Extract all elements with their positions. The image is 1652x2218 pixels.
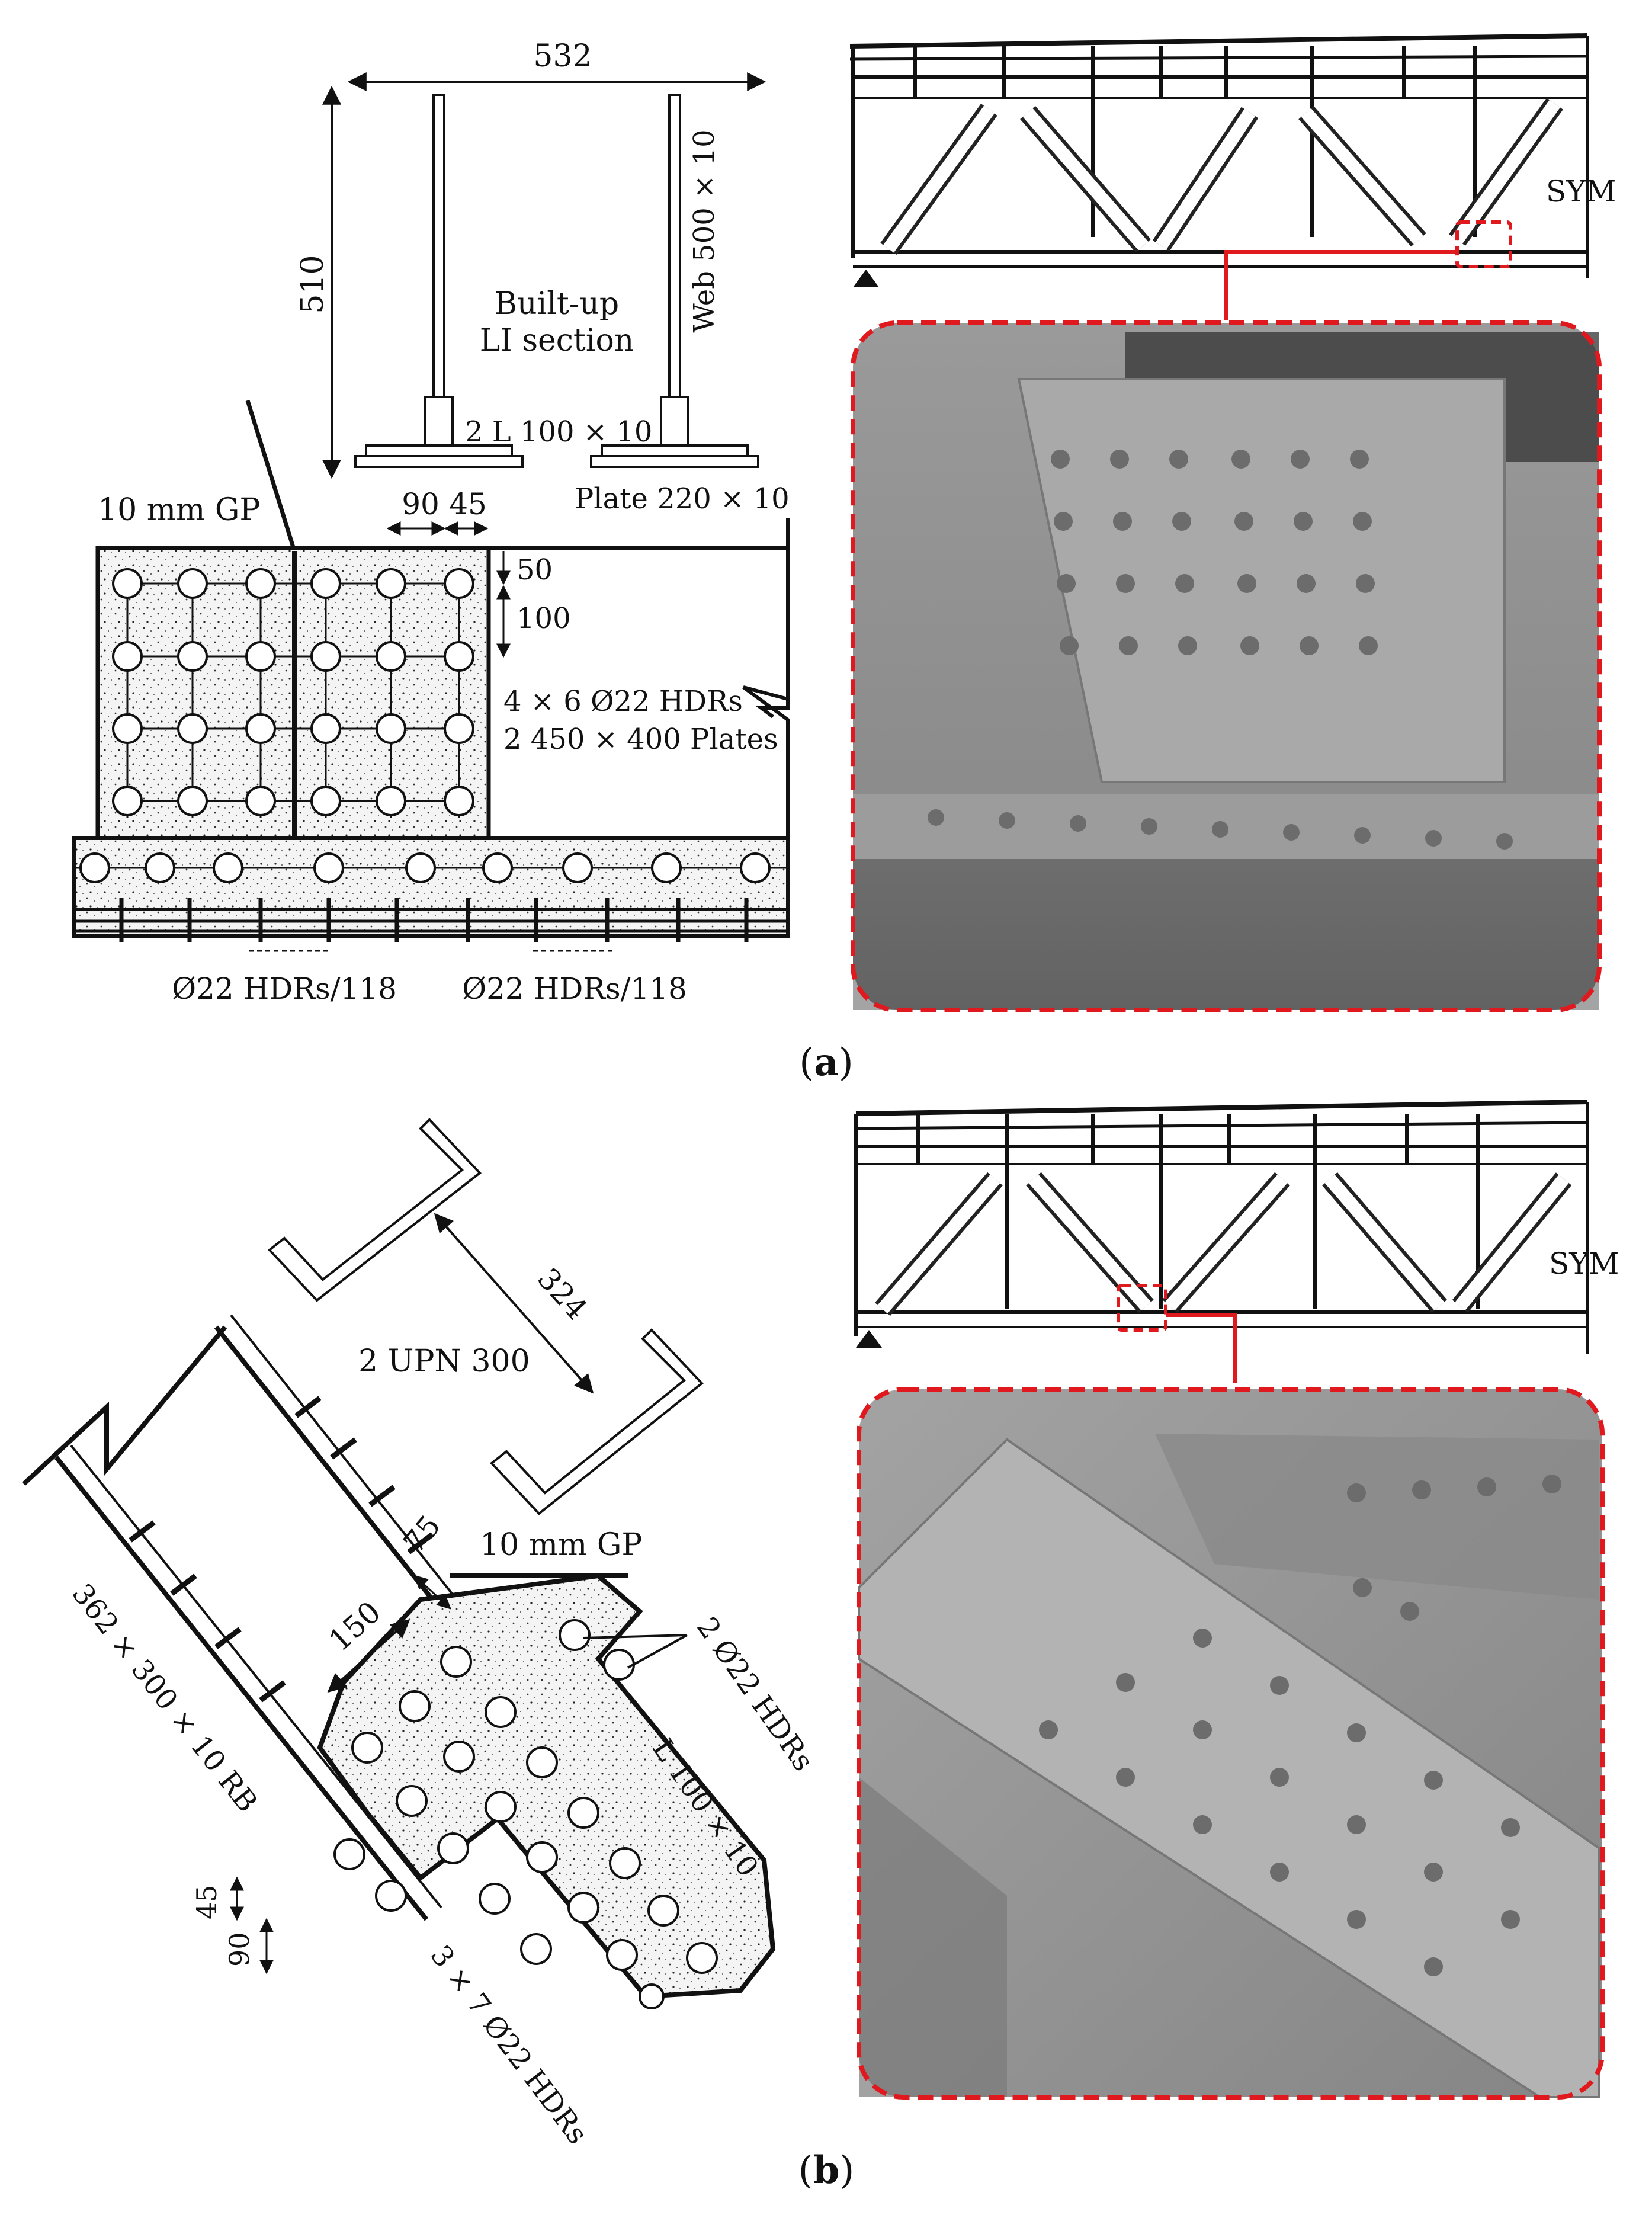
bolted-plate-b [317,1573,776,1999]
hdr-leader-2 [627,1634,688,1669]
caption-a-letter: a [814,1040,838,1085]
dim-90-label: 90 [402,487,440,521]
dim-532-label: 532 [533,39,592,74]
gusset-leader-a [245,399,297,552]
dim-75-line [413,1575,451,1610]
dim-510-label: 510 [295,255,331,313]
hdr-leader-1 [583,1634,688,1639]
rivet-ticks-b [129,1396,434,1703]
gusset-label-b: 10 mm GP [480,1527,642,1563]
highlight-box-a [1455,220,1512,268]
bolts-label-a: 4 × 6 Ø22 HDRs [503,685,743,718]
photo-a [851,320,1602,1012]
caption-a: (a) [799,1040,853,1085]
caption-b-close: ) [839,2149,854,2193]
chord-rivet-rows [74,908,788,933]
highlight-leader-a [1224,250,1457,320]
dim-45-b-label: 45 [191,1884,223,1919]
break-line-b [22,1325,227,1486]
channel-label: 2 UPN 300 [358,1344,530,1379]
photo-a-frame [851,320,1602,1012]
dim-100-label: 100 [517,602,571,635]
panel-a-drawing: 532 510 Built-up LI section Web 500 × 10… [72,39,790,1006]
caption-b: (b) [798,2148,855,2193]
section-title-line2: LI section [480,323,634,358]
splice-bolts [112,568,474,816]
photo-b [857,1387,1605,2100]
photo-b-frame [857,1387,1605,2100]
dim-75-label: 75 [397,1509,447,1560]
highlight-leader-b [1166,1313,1237,1383]
panel-b-drawing: 324 2 UPN 300 10 mm GP 75 [22,1118,820,2150]
section-title-line1: Built-up [495,286,619,322]
plate-label: Plate 220 × 10 [575,482,790,515]
dim-324-label: 324 [531,1261,594,1326]
sym-label-a: SYM [1546,174,1616,209]
plates-label-a: 2 450 × 400 Plates [503,723,778,756]
rb-label: 362 × 300 × 10 RB [66,1578,264,1819]
sym-label-b: SYM [1549,1246,1619,1281]
upn-channel-top [268,1118,482,1302]
caption-b-letter: b [813,2148,840,2193]
dim-90-b-label: 90 [223,1932,255,1967]
hdr-spacing-1-label: Ø22 HDRs/118 [172,972,397,1006]
bolts-label-b: 3 × 7 Ø22 HDRs [424,1940,594,2150]
hdr-spacing-2-label: Ø22 HDRs/118 [462,972,687,1006]
chord-bolts [79,852,771,883]
web-label: Web 500 × 10 [688,129,721,332]
bolts-b [333,1619,718,2009]
built-up-section-right [590,94,759,468]
panel-a-truss [849,33,1589,287]
dim-150-line [327,1618,410,1693]
chord-rivet-ticks [119,898,749,942]
hdr-pair-label: 2 Ø22 HDRs [690,1611,820,1777]
gusset-label-a: 10 mm GP [98,492,260,528]
caption-a-open: ( [799,1041,814,1085]
caption-a-close: ) [839,1041,854,1085]
built-up-section-left [354,94,524,468]
highlight-box-b [1117,1284,1167,1332]
splice-bolt-grid [113,569,474,818]
break-zigzag-a [742,518,790,859]
caption-b-open: ( [798,2149,813,2193]
dim-324-line [434,1213,594,1394]
upn-channel-bottom [490,1328,704,1515]
dim-45-label: 45 [449,487,487,521]
dim-50-label: 50 [517,553,553,586]
angles-label: 2 L 100 × 10 [465,415,652,448]
